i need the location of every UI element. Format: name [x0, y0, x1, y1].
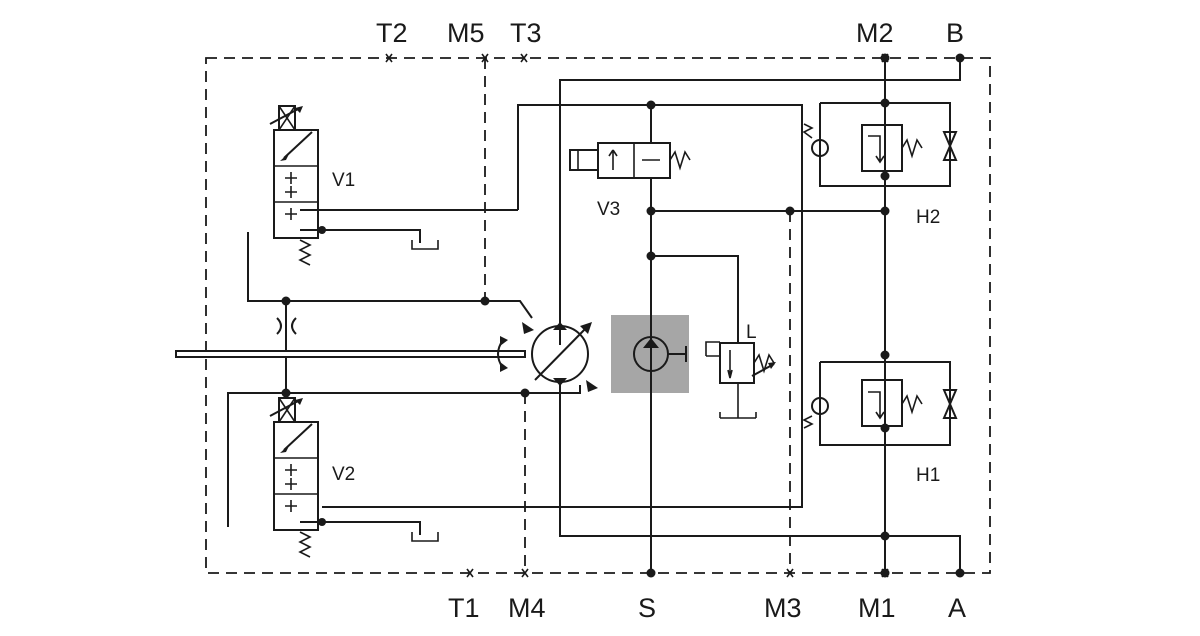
label-v2: V2 — [332, 464, 355, 485]
valve-v1: V1 — [269, 105, 439, 266]
block-boundary — [205, 57, 991, 574]
port-label-b: B — [946, 18, 964, 48]
port-label-t2: T2 — [376, 18, 408, 48]
label-h1: H1 — [916, 465, 940, 486]
valve-v2: V2 — [269, 397, 439, 558]
valve-v3: V3 — [569, 142, 691, 220]
relief-valve-l: L — [705, 322, 776, 419]
port-label-t1: T1 — [448, 593, 480, 623]
port-label-m4: M4 — [508, 593, 546, 623]
label-v1: V1 — [332, 170, 355, 191]
port-label-t3: T3 — [510, 18, 542, 48]
label-h2: H2 — [916, 207, 940, 228]
port-label-m1: M1 — [858, 593, 896, 623]
port-label-m5: M5 — [447, 18, 485, 48]
hydraulic-lines — [175, 58, 961, 573]
label-v3: V3 — [597, 199, 620, 220]
orifice-symbol — [276, 317, 297, 335]
pump-motor — [497, 322, 598, 392]
port-label-s: S — [638, 593, 656, 623]
port-label-a: A — [948, 593, 966, 623]
valve-group-h2: H2 — [802, 102, 958, 228]
port-label-m3: M3 — [764, 593, 802, 623]
valve-group-h1: H1 — [802, 361, 958, 486]
label-l: L — [746, 322, 757, 343]
port-label-m2: M2 — [856, 18, 894, 48]
junction-dots — [281, 53, 965, 578]
charge-pump-highlight — [611, 315, 689, 393]
